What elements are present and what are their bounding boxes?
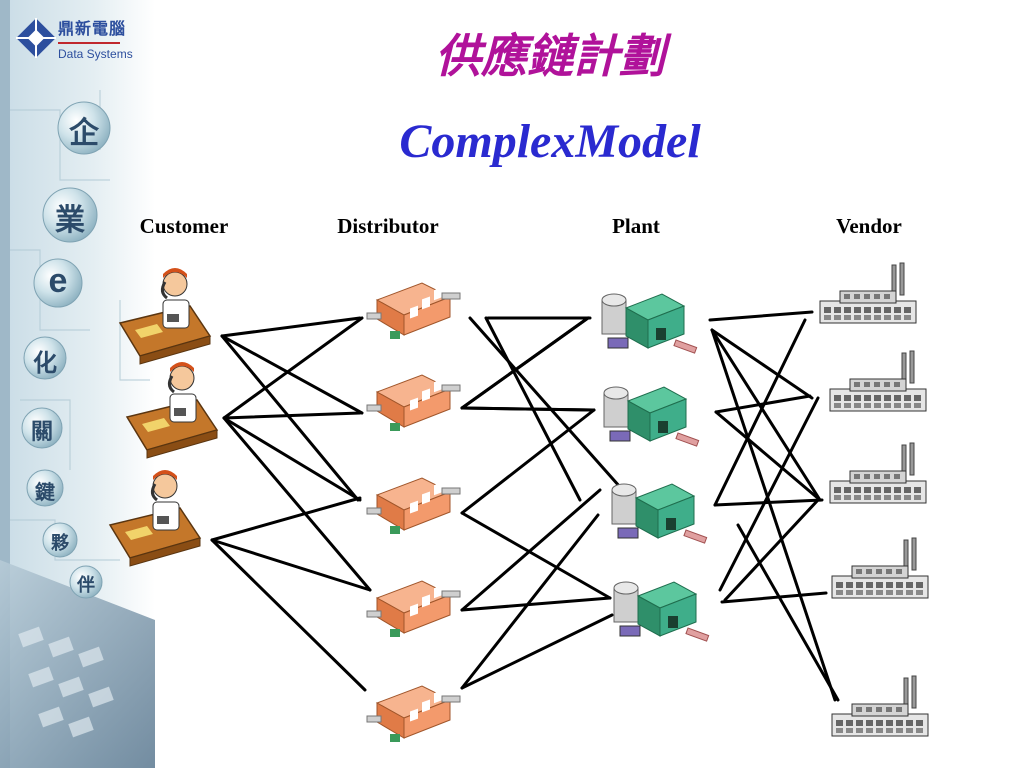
vendor-factory-node-5-icon bbox=[831, 675, 929, 737]
link-plant-vendor-0-4 bbox=[710, 328, 837, 702]
warehouse-node-1-icon bbox=[366, 282, 461, 339]
plant-factory-node-4-icon bbox=[613, 581, 710, 642]
vendor-factory-node-3-icon bbox=[829, 442, 927, 504]
vendor-factory-node-4-icon bbox=[831, 537, 929, 599]
link-customer-distributor-1-1 bbox=[222, 411, 362, 420]
link-customer-distributor-1-3 bbox=[222, 416, 372, 592]
sidebar-decoration bbox=[0, 0, 155, 768]
link-customer-distributor-0-0 bbox=[220, 316, 362, 338]
warehouse-node-3-icon bbox=[366, 477, 461, 534]
page-title-en: ComplexModel bbox=[399, 115, 701, 168]
warehouse-node-5-icon bbox=[366, 685, 461, 742]
link-plant-vendor-2-4 bbox=[736, 523, 840, 702]
link-distributor-plant-1-0 bbox=[460, 316, 590, 410]
sidebar-char: 伴 bbox=[77, 575, 95, 596]
column-label-vendor: Vendor bbox=[836, 214, 902, 238]
warehouse-node-2-icon bbox=[366, 374, 461, 431]
column-label-customer: Customer bbox=[139, 214, 229, 238]
brand-name-zh: 鼎新電腦 bbox=[58, 19, 127, 38]
column-label-plant: Plant bbox=[612, 214, 660, 238]
link-plant-vendor-3-3 bbox=[720, 591, 828, 604]
column-label-distributor: Distributor bbox=[337, 214, 439, 238]
link-customer-distributor-1-2 bbox=[222, 416, 362, 502]
link-customer-distributor-2-4 bbox=[210, 538, 367, 692]
link-customer-distributor-0-2 bbox=[220, 334, 360, 502]
sidebar-char: 鍵 bbox=[35, 480, 55, 504]
sidebar-char: 關 bbox=[30, 420, 53, 445]
brand-name-en: Data Systems bbox=[58, 47, 133, 61]
sidebar-char: 化 bbox=[33, 349, 57, 377]
link-plant-vendor-3-1 bbox=[723, 498, 820, 602]
link-plant-vendor-2-2 bbox=[713, 498, 824, 507]
sidebar-char: 企 bbox=[69, 116, 99, 151]
link-distributor-plant-2-3 bbox=[460, 511, 612, 600]
link-distributor-plant-2-1 bbox=[460, 406, 594, 412]
sidebar-char: 業 bbox=[55, 203, 85, 238]
page-title-zh: 供應鏈計劃 bbox=[435, 29, 665, 83]
link-customer-distributor-2-3 bbox=[210, 538, 372, 592]
connection-links bbox=[210, 310, 840, 702]
link-distributor-plant-4-3 bbox=[460, 613, 614, 690]
plant-factory-node-1-icon bbox=[601, 293, 698, 354]
link-customer-distributor-1-0 bbox=[222, 316, 364, 420]
link-plant-vendor-0-1 bbox=[710, 328, 814, 400]
plant-factory-node-3-icon bbox=[611, 483, 708, 544]
link-distributor-plant-1-2 bbox=[468, 316, 622, 489]
link-plant-vendor-0-0 bbox=[708, 310, 814, 322]
link-customer-distributor-0-1 bbox=[220, 334, 364, 415]
vendor-factory-node-2-icon bbox=[829, 350, 927, 412]
link-distributor-plant-4-2 bbox=[460, 513, 600, 690]
link-distributor-plant-2-0 bbox=[460, 408, 596, 515]
link-plant-vendor-1-2 bbox=[714, 410, 822, 502]
link-customer-distributor-2-2 bbox=[210, 496, 362, 542]
vendor-factory-node-1-icon bbox=[819, 262, 917, 324]
link-plant-vendor-0-2 bbox=[710, 328, 822, 502]
link-plant-vendor-3-4 bbox=[718, 396, 820, 592]
diagram-nodes bbox=[108, 262, 929, 742]
link-distributor-plant-3-2 bbox=[460, 488, 602, 612]
person-on-phone-node-1-icon bbox=[118, 268, 212, 365]
person-on-phone-node-3-icon bbox=[108, 470, 202, 567]
sidebar-char: e bbox=[48, 262, 68, 300]
sidebar-char: 夥 bbox=[51, 533, 69, 554]
link-distributor-plant-3-3 bbox=[460, 596, 612, 612]
person-on-phone-node-2-icon bbox=[125, 362, 219, 459]
warehouse-node-4-icon bbox=[366, 580, 461, 637]
link-plant-vendor-2-0 bbox=[713, 318, 807, 507]
plant-factory-node-2-icon bbox=[603, 386, 700, 447]
